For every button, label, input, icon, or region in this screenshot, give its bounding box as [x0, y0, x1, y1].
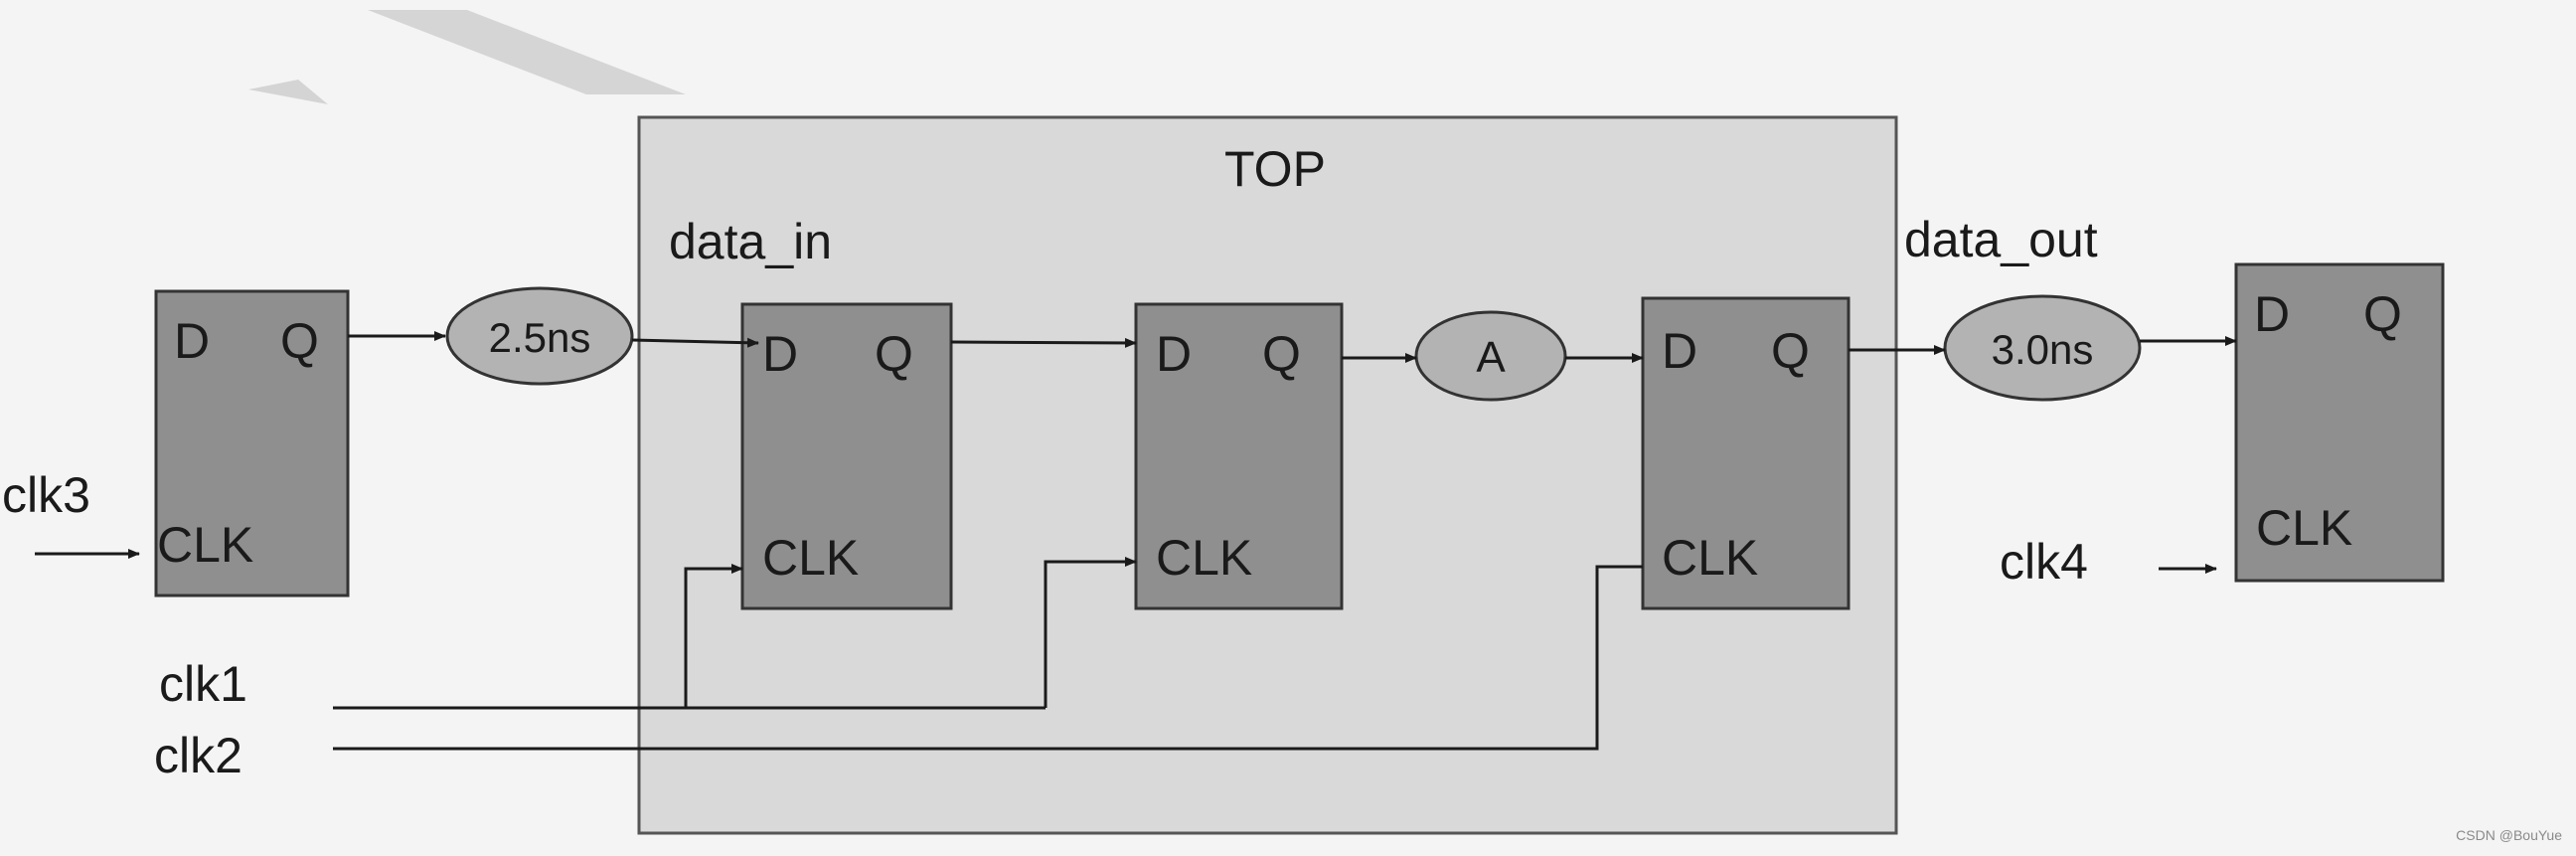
- delay-logic-label: A: [1476, 333, 1506, 382]
- watermark: CSDN @BouYue: [2456, 827, 2562, 843]
- ff-clk-pin: CLK: [1156, 530, 1252, 586]
- ff-d-pin: D: [762, 326, 798, 382]
- delay-output-label: 3.0ns: [1992, 326, 2094, 373]
- clk4-label: clk4: [2000, 534, 2088, 590]
- delay-input: 2.5ns: [445, 286, 634, 386]
- flipflop-top-2: D Q CLK: [1134, 302, 1344, 610]
- data-wires: [348, 331, 2237, 363]
- top-label: TOP: [1224, 141, 1326, 197]
- data-in-label: data_in: [669, 214, 832, 269]
- wire-clk2: [333, 565, 1643, 751]
- ff-clk-pin: CLK: [157, 517, 253, 573]
- ff-clk-pin: CLK: [1662, 530, 1758, 586]
- flipflop-top-1: D Q CLK: [740, 302, 953, 610]
- flipflop-ext-in: D Q CLK: [154, 289, 350, 598]
- ff-q-pin: Q: [2363, 286, 2402, 342]
- flipflop-ext-out: D Q CLK: [2234, 262, 2445, 583]
- clk2-label: clk2: [154, 728, 242, 783]
- data-out-label: data_out: [1904, 212, 2098, 267]
- ff-q-pin: Q: [1262, 326, 1301, 382]
- scan-artifact: [248, 10, 686, 104]
- wire-clk1-to-ff1: [684, 564, 743, 708]
- ff-d-pin: D: [174, 313, 210, 369]
- ff-q-pin: Q: [1771, 323, 1810, 379]
- ff-d-pin: D: [2254, 286, 2290, 342]
- ff-q-pin: Q: [280, 313, 319, 369]
- clock-wires: [35, 549, 2217, 751]
- wire-delay-to-ff1: [631, 337, 759, 348]
- wire-clk1-to-ff2: [1044, 557, 1137, 708]
- ff-d-pin: D: [1156, 326, 1192, 382]
- delay-input-label: 2.5ns: [489, 314, 591, 361]
- ff-clk-pin: CLK: [2256, 500, 2352, 556]
- ff-q-pin: Q: [875, 326, 913, 382]
- flipflop-top-3: D Q CLK: [1641, 296, 1851, 610]
- delay-output: 3.0ns: [1943, 294, 2142, 402]
- clk1-label: clk1: [159, 656, 247, 712]
- clk3-label: clk3: [2, 467, 90, 523]
- ff-clk-pin: CLK: [762, 530, 859, 586]
- delay-logic-a: A: [1414, 310, 1567, 402]
- ff-d-pin: D: [1662, 323, 1697, 379]
- wire-ff1-to-ff2: [950, 337, 1137, 348]
